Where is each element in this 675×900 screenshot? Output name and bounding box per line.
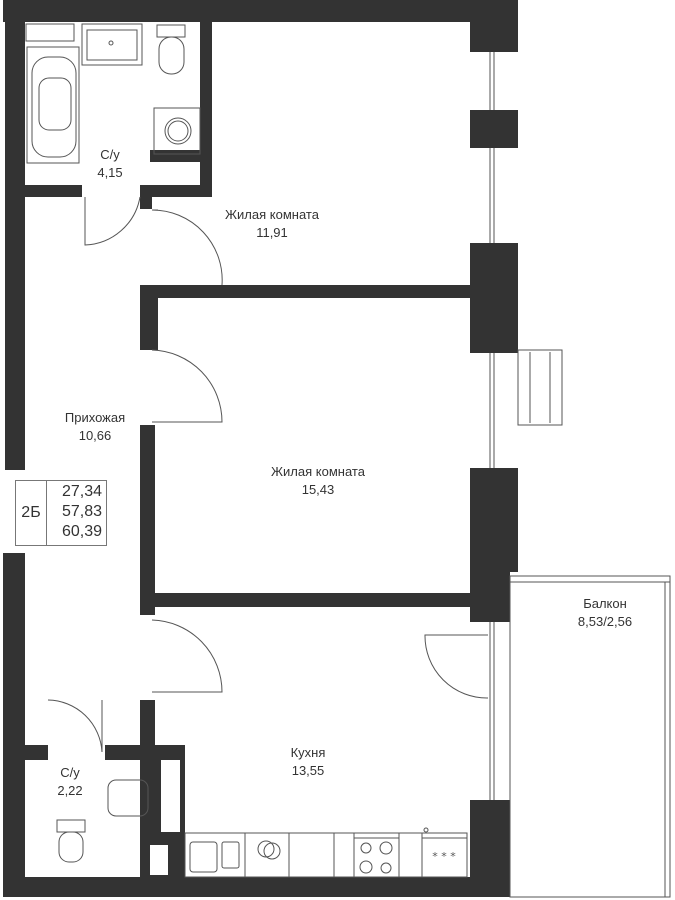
shaft bbox=[161, 760, 180, 832]
drainboard bbox=[221, 841, 240, 869]
kitchen-sink bbox=[189, 841, 218, 873]
wc-wall bbox=[25, 745, 48, 760]
room-area: 10,66 bbox=[78, 428, 112, 443]
bathtub-basin bbox=[31, 56, 77, 158]
room-area: 15,43 bbox=[301, 482, 335, 497]
fixtures: * * * bbox=[25, 23, 468, 878]
room-name: Балкон bbox=[583, 596, 627, 611]
windows bbox=[489, 52, 563, 800]
ac-unit bbox=[517, 349, 563, 426]
toilet bbox=[158, 36, 185, 75]
wc-toilet bbox=[58, 831, 84, 863]
walls bbox=[3, 0, 518, 897]
bathtub bbox=[26, 46, 80, 164]
bathroom-wall bbox=[200, 20, 212, 197]
right-wall bbox=[470, 110, 518, 148]
room-label-wc: С/у 2,22 bbox=[57, 764, 82, 800]
right-wall bbox=[470, 0, 518, 52]
washing-machine bbox=[153, 107, 201, 155]
bathroom-wall bbox=[140, 185, 212, 197]
left-wall-upper bbox=[5, 0, 25, 470]
top-wall bbox=[3, 0, 518, 22]
room-area: 4,15 bbox=[97, 165, 123, 180]
bathroom-wall bbox=[140, 197, 152, 209]
right-wall bbox=[470, 468, 518, 572]
bottom-wall bbox=[3, 877, 510, 897]
room-label-kitchen: Кухня 13,55 bbox=[291, 744, 326, 780]
left-wall-lower bbox=[3, 553, 25, 888]
right-wall bbox=[470, 800, 510, 880]
door-room-1[interactable] bbox=[151, 209, 223, 286]
balcony bbox=[509, 575, 671, 898]
doors bbox=[47, 196, 489, 753]
svg-text:* * *: * * * bbox=[432, 850, 456, 863]
total-area-with-balcony: 60,39 bbox=[61, 523, 102, 540]
room-label-living-2: Жилая комната 15,43 bbox=[271, 463, 365, 499]
room-area: 8,53/2,56 bbox=[577, 614, 633, 629]
door-kitchen[interactable] bbox=[151, 619, 223, 693]
shelf bbox=[25, 23, 75, 42]
room-name: Кухня bbox=[290, 745, 326, 760]
partition-wall bbox=[140, 425, 155, 615]
room-name: С/у bbox=[100, 147, 120, 162]
total-area: 57,83 bbox=[61, 503, 102, 520]
room-label-balcony: Балкон 8,53/2,56 bbox=[578, 595, 632, 631]
apartment-type: 2Б bbox=[16, 481, 47, 545]
room-name: С/у bbox=[60, 765, 80, 780]
washbasin bbox=[81, 23, 143, 66]
room-name: Жилая комната bbox=[225, 207, 319, 222]
right-wall bbox=[470, 572, 510, 622]
room-label-hallway: Прихожая 10,66 bbox=[65, 409, 125, 445]
door-wc[interactable] bbox=[47, 699, 103, 753]
living-area: 27,34 bbox=[61, 483, 102, 500]
bathroom-wall bbox=[25, 185, 82, 197]
partition-wall bbox=[148, 285, 470, 298]
room-name: Прихожая bbox=[64, 410, 126, 425]
right-wall bbox=[470, 243, 518, 353]
room-name: Жилая комната bbox=[271, 464, 365, 479]
toilet-tank bbox=[156, 24, 186, 38]
door-balcony[interactable] bbox=[424, 634, 489, 699]
room-label-living-1: Жилая комната 11,91 bbox=[225, 206, 319, 242]
room-area: 13,55 bbox=[291, 763, 325, 778]
partition-wall bbox=[148, 593, 470, 607]
room-label-bathroom: С/у 4,15 bbox=[97, 146, 122, 182]
wc-sink bbox=[107, 779, 149, 817]
kitchen-counter: * * * bbox=[184, 827, 468, 878]
room-area: 11,91 bbox=[256, 225, 288, 240]
door-bathroom[interactable] bbox=[84, 196, 141, 246]
shaft bbox=[172, 164, 198, 182]
room-area: 2,22 bbox=[57, 783, 83, 798]
wc-toilet-tank bbox=[56, 819, 86, 833]
partition-wall bbox=[140, 285, 158, 350]
bathroom-wall bbox=[150, 150, 212, 162]
shaft bbox=[150, 845, 168, 875]
door-room-2[interactable] bbox=[151, 349, 223, 423]
stove-burner bbox=[360, 842, 372, 854]
apartment-info-box: 2Б 27,34 57,83 60,39 bbox=[15, 480, 107, 546]
